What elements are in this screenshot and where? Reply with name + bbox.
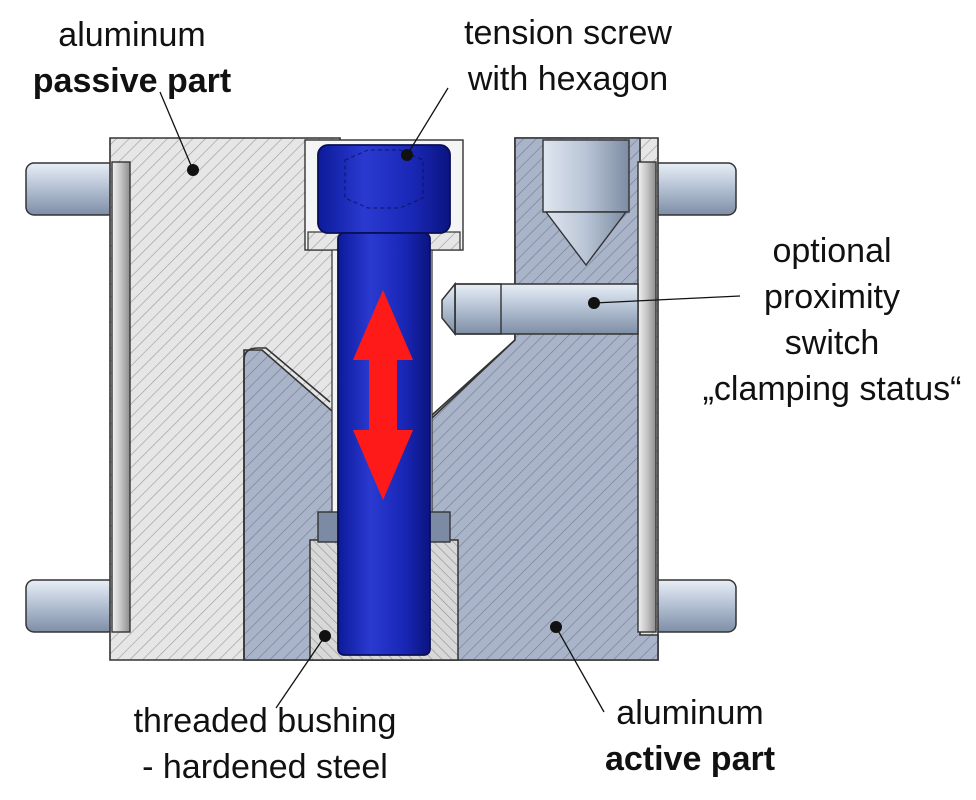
right-locating-pins <box>647 162 737 633</box>
active-part-line1: aluminum <box>616 694 764 732</box>
proximity-switch-line2: proximity <box>763 278 901 316</box>
passive-part-line2: passive part <box>32 62 232 100</box>
proximity-switch-line4: „clamping status“ <box>702 370 962 408</box>
proximity-switch-line3: switch <box>784 324 880 362</box>
label-tension-screw: tension screw with hexagon <box>440 10 696 102</box>
left-locating-pins <box>25 162 117 633</box>
proximity-switch <box>441 281 639 337</box>
tension-screw-line2: with hexagon <box>467 60 669 98</box>
set-screw <box>542 139 630 267</box>
proximity-switch-line1: optional <box>772 232 892 270</box>
label-proximity-switch: optional proximity switch „clamping stat… <box>690 228 974 412</box>
active-part-line2: active part <box>604 740 776 778</box>
label-passive-part: aluminum passive part <box>12 12 252 104</box>
leader-lines <box>159 87 741 713</box>
parting-gap <box>243 347 331 660</box>
right-cover-plate <box>637 161 657 633</box>
bushing-line1: threaded bushing <box>133 702 397 740</box>
bushing-line2: - hardened steel <box>142 748 388 786</box>
passive-part-line1: aluminum <box>58 16 206 54</box>
leader-dots <box>187 149 600 642</box>
tension-screw-line1: tension screw <box>464 14 672 52</box>
double-vertical-arrow-icon <box>353 290 413 500</box>
left-cover-plate <box>111 161 131 633</box>
label-active-part: aluminum active part <box>585 690 795 782</box>
label-bushing: threaded bushing - hardened steel <box>100 698 430 790</box>
